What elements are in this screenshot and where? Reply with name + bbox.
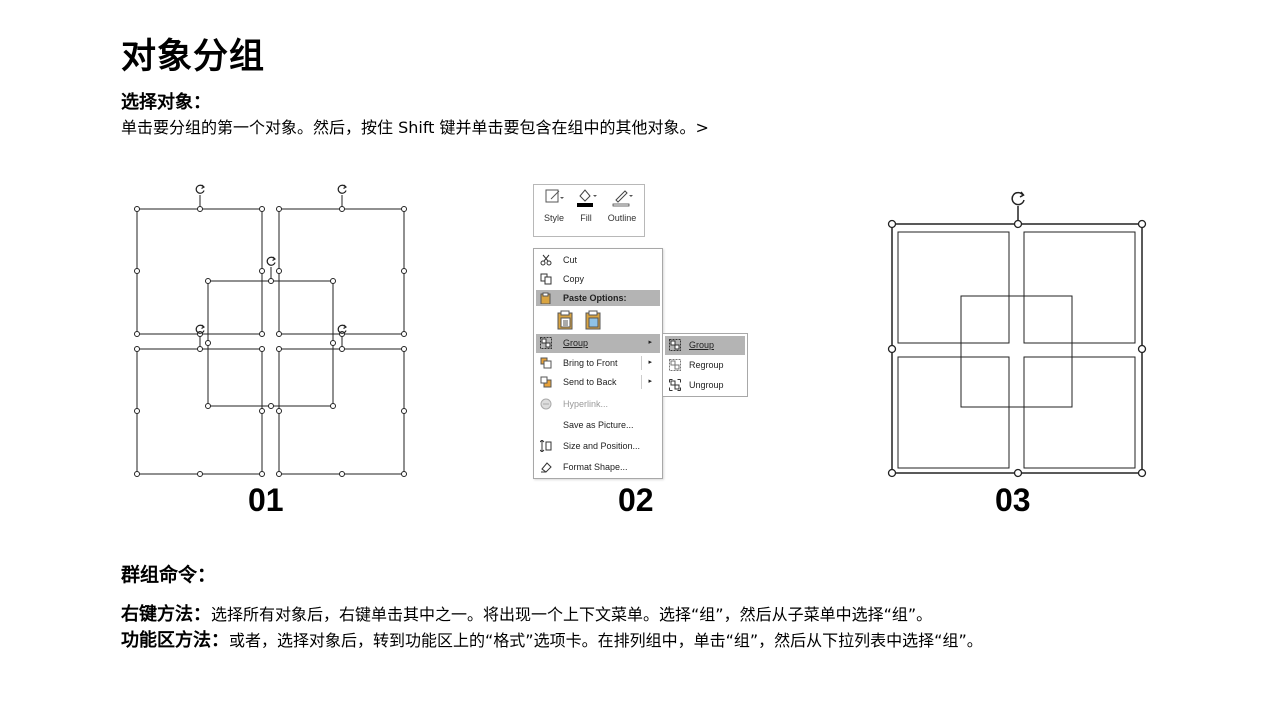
right-click-method-text: 选择所有对象后，右键单击其中之一。将出现一个上下文菜单。选择“组”，然后从子菜单…: [211, 605, 933, 624]
rotate-handles: [195, 184, 347, 334]
group-handles: [887, 219, 1147, 478]
submenu-item-ungroup[interactable]: Ungroup: [665, 376, 745, 394]
step-number-02: 02: [618, 482, 654, 518]
group-rotate-handle: [1011, 191, 1025, 206]
size-position-icon: [540, 440, 552, 452]
shape-style-icon: [543, 187, 565, 207]
ribbon-method-text: 或者，选择对象后，转到功能区上的“格式”选项卡。在排列组中，单击“组”，然后从下…: [229, 631, 983, 650]
send-back-icon: [540, 376, 552, 388]
hyperlink-icon: [540, 398, 552, 410]
group-commands-heading: 群组命令：: [121, 564, 217, 586]
ribbon-shape-styles: Style Fill Outline: [533, 184, 645, 237]
submenu-arrow-icon: ▸: [648, 378, 652, 385]
bring-front-icon: [540, 357, 552, 369]
page-title: 对象分组: [121, 37, 266, 77]
paste-picture-icon: [585, 310, 601, 330]
menu-item-paste-options: Paste Options:: [536, 290, 660, 306]
ribbon-method-label: 功能区方法：: [121, 630, 229, 651]
square-top-left: [136, 208, 263, 335]
scissors-icon: [540, 254, 552, 266]
menu-item-send-to-back[interactable]: Send to Back ▸: [536, 373, 660, 391]
regroup-icon: [669, 359, 681, 371]
menu-item-copy[interactable]: Copy: [536, 270, 660, 288]
clipboard-icon: [540, 292, 551, 304]
menu-item-size-and-position[interactable]: Size and Position...: [536, 437, 660, 455]
copy-icon: [540, 273, 552, 285]
pen-outline-icon: [611, 187, 633, 207]
step-number-03: 03: [995, 482, 1031, 518]
style-button[interactable]: Style: [540, 187, 568, 233]
group-submenu: Group Regroup Ungroup: [662, 333, 748, 397]
step-number-01: 01: [248, 482, 284, 518]
submenu-arrow-icon: ▸: [648, 359, 652, 366]
menu-item-cut[interactable]: Cut: [536, 251, 660, 269]
group-bounding-box: [891, 223, 1143, 474]
fill-button[interactable]: Fill: [574, 187, 598, 233]
selection-handles: [134, 206, 407, 477]
menu-item-save-as-picture[interactable]: Save as Picture...: [563, 420, 634, 430]
submenu-item-regroup[interactable]: Regroup: [665, 356, 745, 374]
menu-item-group[interactable]: Group ▸: [536, 334, 660, 353]
square-bottom-left: [136, 348, 263, 475]
menu-item-format-shape[interactable]: Format Shape...: [536, 458, 660, 476]
right-click-method: 右键方法：选择所有对象后，右键单击其中之一。将出现一个上下文菜单。选择“组”，然…: [121, 600, 932, 626]
select-heading: 选择对象：: [121, 92, 211, 113]
submenu-arrow-icon: ▸: [648, 339, 652, 346]
group-icon: [669, 339, 681, 351]
context-menu: Cut Copy Paste Options: Group ▸ Bring to…: [533, 248, 663, 479]
paint-bucket-icon: [575, 187, 597, 207]
paste-keep-format-icon: [557, 310, 573, 330]
square-bottom-right: [278, 348, 405, 475]
group-icon: [540, 337, 552, 349]
ungroup-icon: [669, 379, 681, 391]
paste-options-buttons: [556, 310, 606, 332]
square-center: [207, 280, 334, 407]
menu-item-bring-to-front[interactable]: Bring to Front ▸: [536, 354, 660, 372]
ribbon-method: 功能区方法：或者，选择对象后，转到功能区上的“格式”选项卡。在排列组中，单击“组…: [121, 626, 983, 652]
right-click-method-label: 右键方法：: [121, 604, 211, 625]
menu-item-hyperlink[interactable]: Hyperlink...: [536, 395, 660, 413]
square-top-right: [278, 208, 405, 335]
format-shape-icon: [541, 462, 552, 473]
submenu-item-group[interactable]: Group: [665, 336, 745, 355]
outline-button[interactable]: Outline: [604, 187, 640, 233]
select-description: 单击要分组的第一个对象。然后，按住 Shift 键并单击要包含在组中的其他对象。…: [121, 118, 709, 137]
